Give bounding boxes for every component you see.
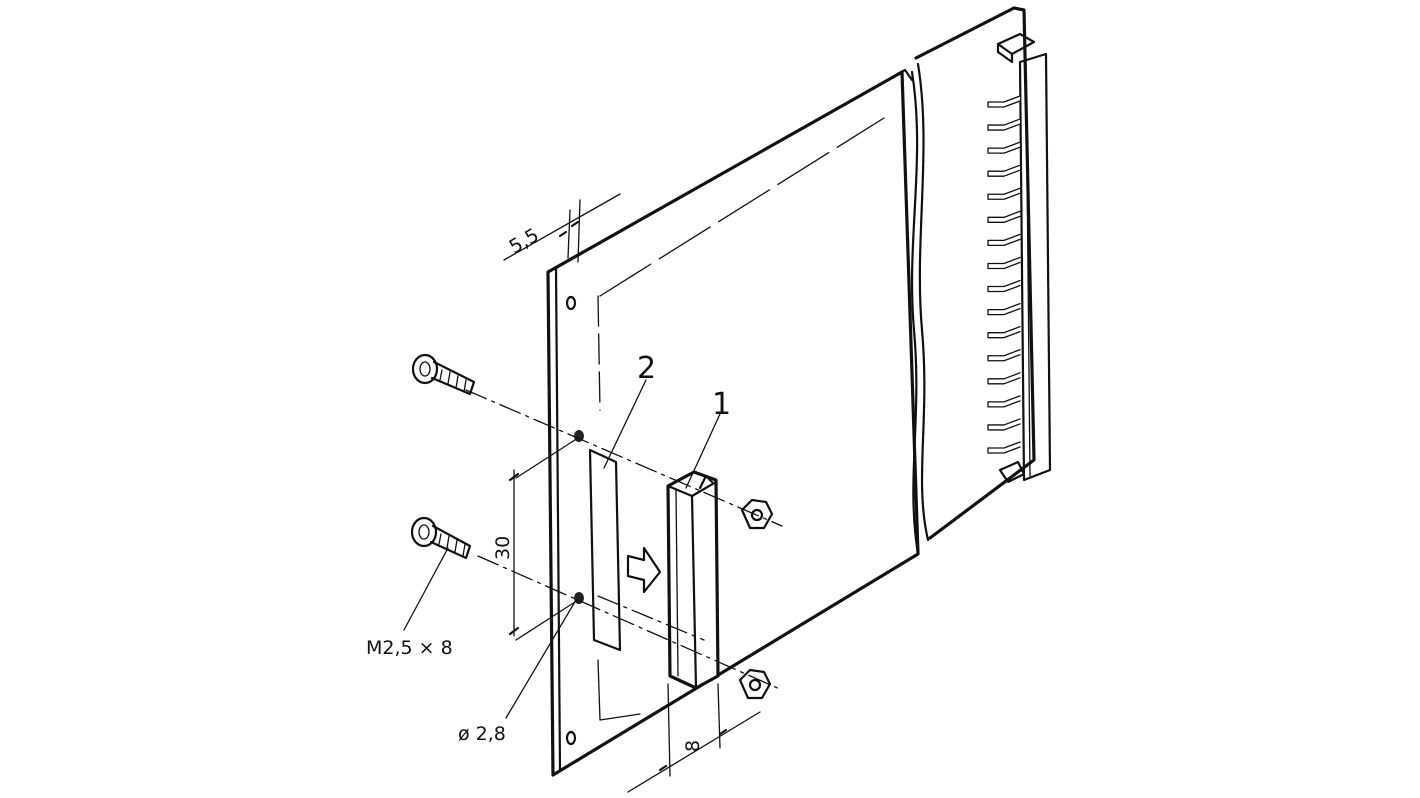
hex-nut-icon	[738, 668, 772, 700]
circuit-board	[546, 6, 1036, 777]
screw-icon	[411, 353, 476, 396]
connector-pin	[987, 210, 1021, 223]
dimension-8	[627, 683, 761, 793]
connector-pin	[987, 233, 1021, 247]
dimension-label-30: 30	[492, 536, 514, 560]
connector-pin	[987, 118, 1021, 131]
part-label-2: 2	[637, 351, 656, 386]
leader-lines	[403, 379, 721, 719]
part-label-1: 1	[712, 387, 731, 422]
screw-spec-label: M2,5 × 8	[366, 637, 453, 659]
arrow-right-outline-icon	[626, 546, 662, 594]
connector-pin	[987, 441, 1021, 454]
connector-pin	[987, 164, 1021, 177]
connector-pins	[987, 95, 1021, 454]
connector-pin	[987, 256, 1021, 270]
connector-pin	[987, 395, 1021, 408]
connector-pin	[987, 279, 1021, 293]
center-lines	[465, 389, 783, 691]
hex-nut-icon	[740, 498, 774, 530]
connector-pin	[987, 95, 1021, 108]
front-handle	[666, 470, 720, 690]
connector-pin	[987, 349, 1021, 362]
dimension-5-5	[503, 193, 621, 263]
connector-pin	[987, 187, 1021, 200]
connector-pin	[987, 418, 1021, 431]
connector-pin	[987, 141, 1021, 154]
connector-pin	[987, 302, 1021, 316]
dimension-30	[508, 437, 579, 641]
edge-connector	[987, 32, 1052, 484]
connector-pin	[987, 326, 1021, 339]
hole-diameter-label: ø 2,8	[458, 723, 506, 745]
insulating-strip	[588, 448, 622, 652]
screw-icon	[410, 516, 472, 560]
dimension-label-8: 8	[682, 740, 704, 752]
connector-pin	[987, 372, 1021, 385]
dimension-label-5-5: 5,5	[506, 224, 543, 258]
